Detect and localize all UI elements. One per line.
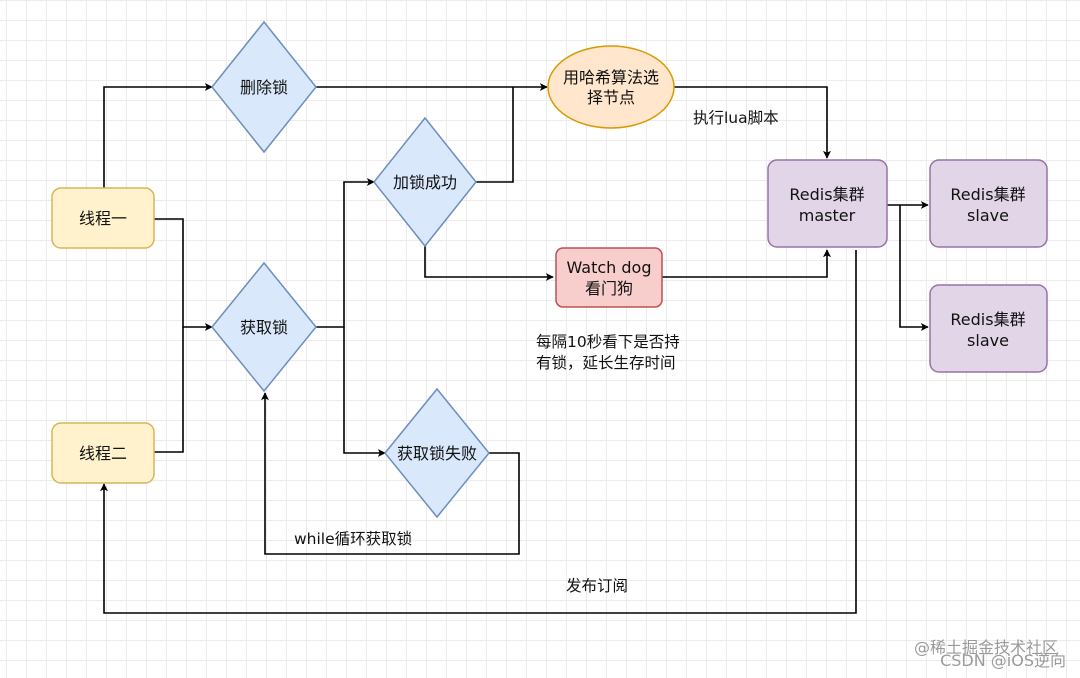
watchdog-node: Watch dog 看门狗 <box>555 247 663 308</box>
edge-acquire-lock-to-acquire-fail <box>343 327 386 457</box>
watchdog-label-line2: 看门狗 <box>585 279 633 298</box>
hash-select-label-line2: 择节点 <box>587 88 635 107</box>
redis-master-label-line2: master <box>799 206 856 225</box>
redis-slave2-label-line1: Redis集群 <box>950 310 1025 329</box>
renew-label-line2: 有锁，延长生存时间 <box>536 354 676 372</box>
acquire-lock-decision: 获取锁 <box>211 261 317 393</box>
redis-slave1-label-line2: slave <box>967 206 1009 225</box>
acquire-lock-label: 获取锁 <box>240 318 288 337</box>
lock-success-label: 加锁成功 <box>393 173 457 192</box>
edges <box>100 83 929 614</box>
pubsub-label: 发布订阅 <box>566 577 628 595</box>
redis-master-node: Redis集群 master <box>767 159 888 248</box>
delete-lock-label: 删除锁 <box>240 78 288 97</box>
redis-slave1-label-line1: Redis集群 <box>950 185 1025 204</box>
redis-master-label-line1: Redis集群 <box>789 185 864 204</box>
edge-watchdog-to-master <box>662 249 831 278</box>
watermark-line2: CSDN @iOS逆向 <box>940 651 1066 670</box>
watchdog-label-line1: Watch dog <box>567 258 652 277</box>
edge-lock-success-to-watchdog <box>424 245 554 281</box>
thread2-label: 线程二 <box>79 444 127 463</box>
exec-lua-label: 执行lua脚本 <box>693 109 779 127</box>
while-loop-label: while循环获取锁 <box>294 530 412 548</box>
redis-slave1-node: Redis集群 slave <box>929 159 1048 248</box>
delete-lock-decision: 删除锁 <box>211 20 317 154</box>
acquire-fail-decision: 获取锁失败 <box>384 387 490 519</box>
renew-label-line1: 每隔10秒看下是否持 <box>536 333 680 351</box>
edge-thread1-to-acquire-lock <box>154 218 213 331</box>
hash-select-label-line1: 用哈希算法选 <box>563 68 659 87</box>
edge-lock-success-to-hash-select <box>476 87 514 183</box>
edge-hash-select-to-master <box>674 86 831 159</box>
edge-thread2-to-acquire-lock <box>154 327 184 453</box>
watermark-line1: @稀土掘金技术社区 <box>914 638 1058 657</box>
edge-thread1-to-delete-lock <box>103 83 213 188</box>
thread1-node: 线程一 <box>51 187 155 249</box>
acquire-fail-label: 获取锁失败 <box>397 444 477 463</box>
edge-acquire-fail-loop-to-acquire-lock <box>261 392 520 555</box>
thread1-label: 线程一 <box>79 209 127 228</box>
edge-master-to-slave2 <box>899 205 929 331</box>
hash-select-node: 用哈希算法选 择节点 <box>547 45 675 129</box>
edge-acquire-lock-to-lock-success <box>316 178 375 328</box>
lock-success-decision: 加锁成功 <box>373 116 477 248</box>
redis-slave2-node: Redis集群 slave <box>929 284 1048 373</box>
edge-master-pubsub-to-thread2 <box>100 250 857 614</box>
thread2-node: 线程二 <box>51 422 155 484</box>
redis-slave2-label-line2: slave <box>967 331 1009 350</box>
